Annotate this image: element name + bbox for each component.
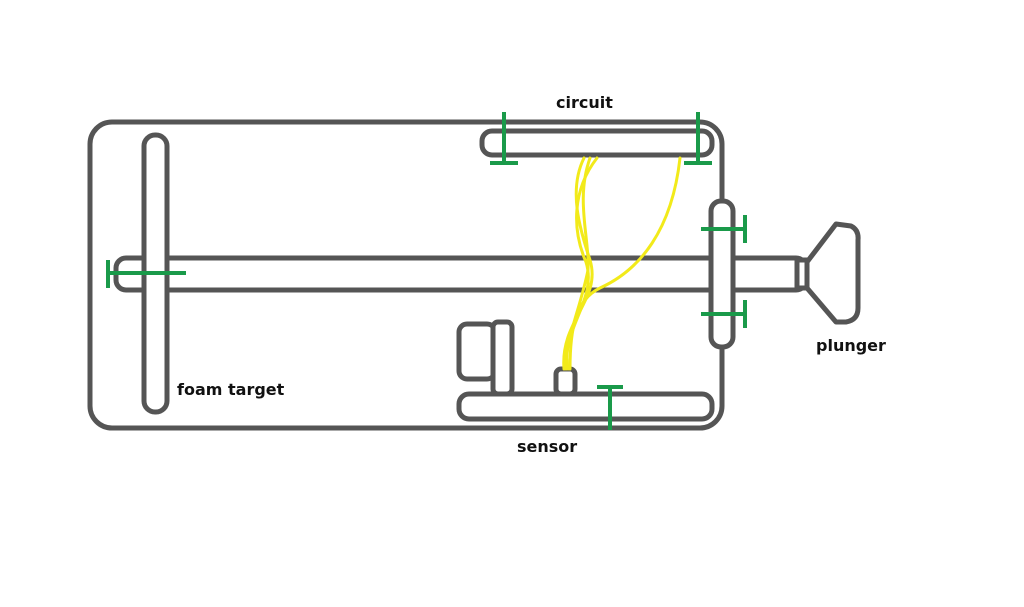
plunger-handle <box>804 221 861 325</box>
circuit-board <box>479 128 715 158</box>
plunger-guide <box>708 198 736 350</box>
mount-screw <box>597 385 623 430</box>
wire <box>568 156 682 371</box>
plunger-rod <box>113 255 809 293</box>
sensor-element <box>553 366 578 397</box>
sensor-bracket <box>490 319 515 397</box>
foam-target-label: foam target <box>177 380 285 399</box>
plunger-label: plunger <box>816 336 886 355</box>
sensor-label: sensor <box>517 437 577 456</box>
circuit-label: circuit <box>556 93 613 112</box>
wire <box>564 156 592 371</box>
wires <box>562 156 682 371</box>
mount-screw <box>701 215 747 243</box>
mount-screw <box>684 112 712 165</box>
mount-screw <box>701 300 747 328</box>
mounts <box>106 112 747 430</box>
sensor-body <box>456 321 498 382</box>
sensor-base <box>456 391 715 422</box>
mount-screw <box>490 112 518 165</box>
mount-screw <box>106 260 186 288</box>
